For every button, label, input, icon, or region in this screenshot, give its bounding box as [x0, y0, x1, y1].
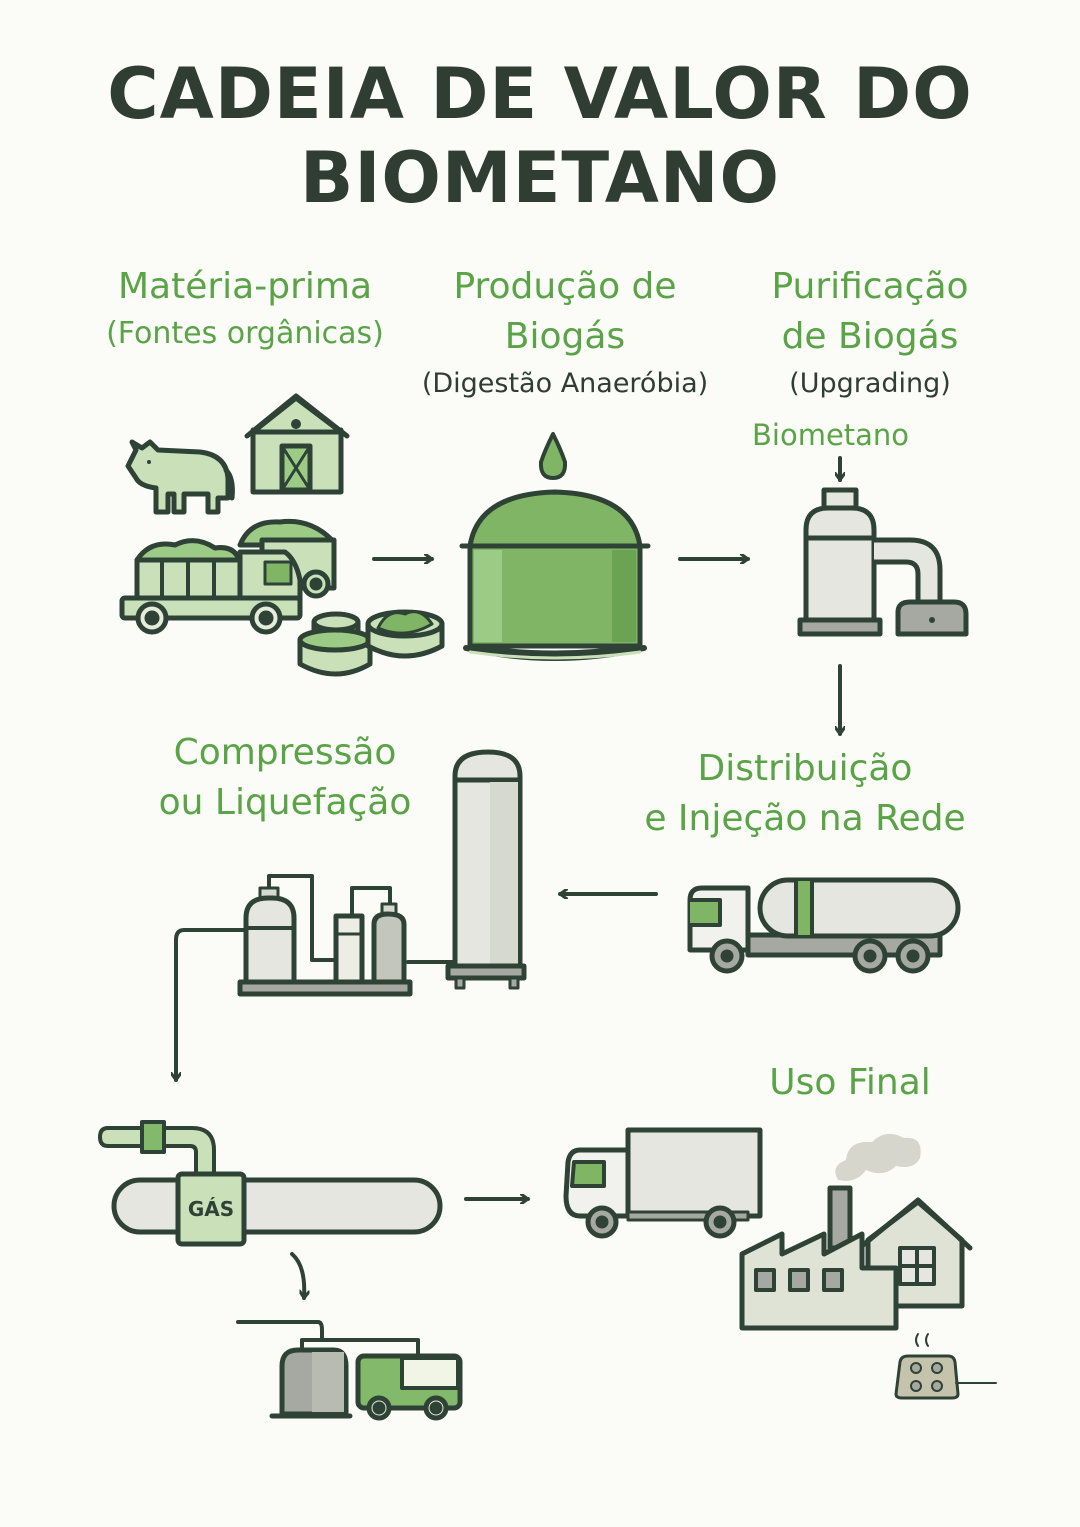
title-line-1: CADEIA DE VALOR DO	[107, 53, 973, 135]
box-truck-icon	[563, 1127, 763, 1239]
barn-icon	[244, 393, 350, 495]
upgrading-unit-icon	[797, 487, 969, 637]
stage-distribution-title-2: e Injeção na Rede	[644, 798, 966, 839]
pipeline-tag: GÁS	[188, 1197, 234, 1221]
stage-compression-label: Compressão ou Liquefação	[130, 728, 440, 828]
page-title: CADEIA DE VALOR DO BIOMETANO	[0, 52, 1080, 220]
stage-production-title-2: Biogás	[504, 316, 626, 357]
stage-purification-title-1: Purificação	[771, 266, 969, 307]
stage-production-label: Produção de Biogás (Digestão Anaeróbia)	[400, 262, 730, 406]
stage-compression-title-1: Compressão	[173, 732, 397, 773]
tanker-truck-icon	[687, 877, 961, 974]
stage-feedstock-subtitle: (Fontes orgânicas)	[106, 316, 384, 351]
stage-purification-title-2: de Biogás	[781, 316, 959, 357]
dump-truck-icon	[119, 518, 337, 635]
stage-production-note: (Digestão Anaeróbia)	[421, 368, 709, 399]
stove-icon	[894, 1333, 997, 1400]
stage-end-use-label: Uso Final	[720, 1058, 980, 1108]
gas-drop-icon	[538, 432, 568, 480]
stage-feedstock-label: Matéria-prima (Fontes orgânicas)	[80, 262, 410, 356]
stage-purification-note: (Upgrading)	[789, 368, 951, 399]
flow-arrow-6	[290, 1252, 304, 1300]
smoke-cloud-icon	[835, 1133, 921, 1181]
biometano-output-label: Biometano	[752, 418, 910, 452]
stage-purification-label: Purificação de Biogás (Upgrading)	[740, 262, 1000, 406]
storage-tank-icon	[445, 749, 527, 990]
stage-end-use-title: Uso Final	[769, 1062, 931, 1103]
factory-icon	[739, 1185, 899, 1331]
silage-bales-icon	[297, 609, 445, 677]
stage-distribution-title-1: Distribuição	[697, 748, 913, 789]
compressor-cylinders-icon	[176, 874, 457, 1082]
cow-icon	[125, 439, 235, 515]
stage-production-title-1: Produção de	[453, 266, 677, 307]
biodigester-tank-icon	[459, 489, 651, 661]
stage-feedstock-title: Matéria-prima	[117, 266, 373, 307]
gas-pipeline-icon	[98, 1120, 443, 1247]
stage-compression-title-2: ou Liquefação	[158, 782, 412, 823]
title-line-2: BIOMETANO	[300, 137, 780, 219]
stage-distribution-label: Distribuição e Injeção na Rede	[620, 744, 990, 844]
refueling-station-icon	[236, 1320, 463, 1421]
